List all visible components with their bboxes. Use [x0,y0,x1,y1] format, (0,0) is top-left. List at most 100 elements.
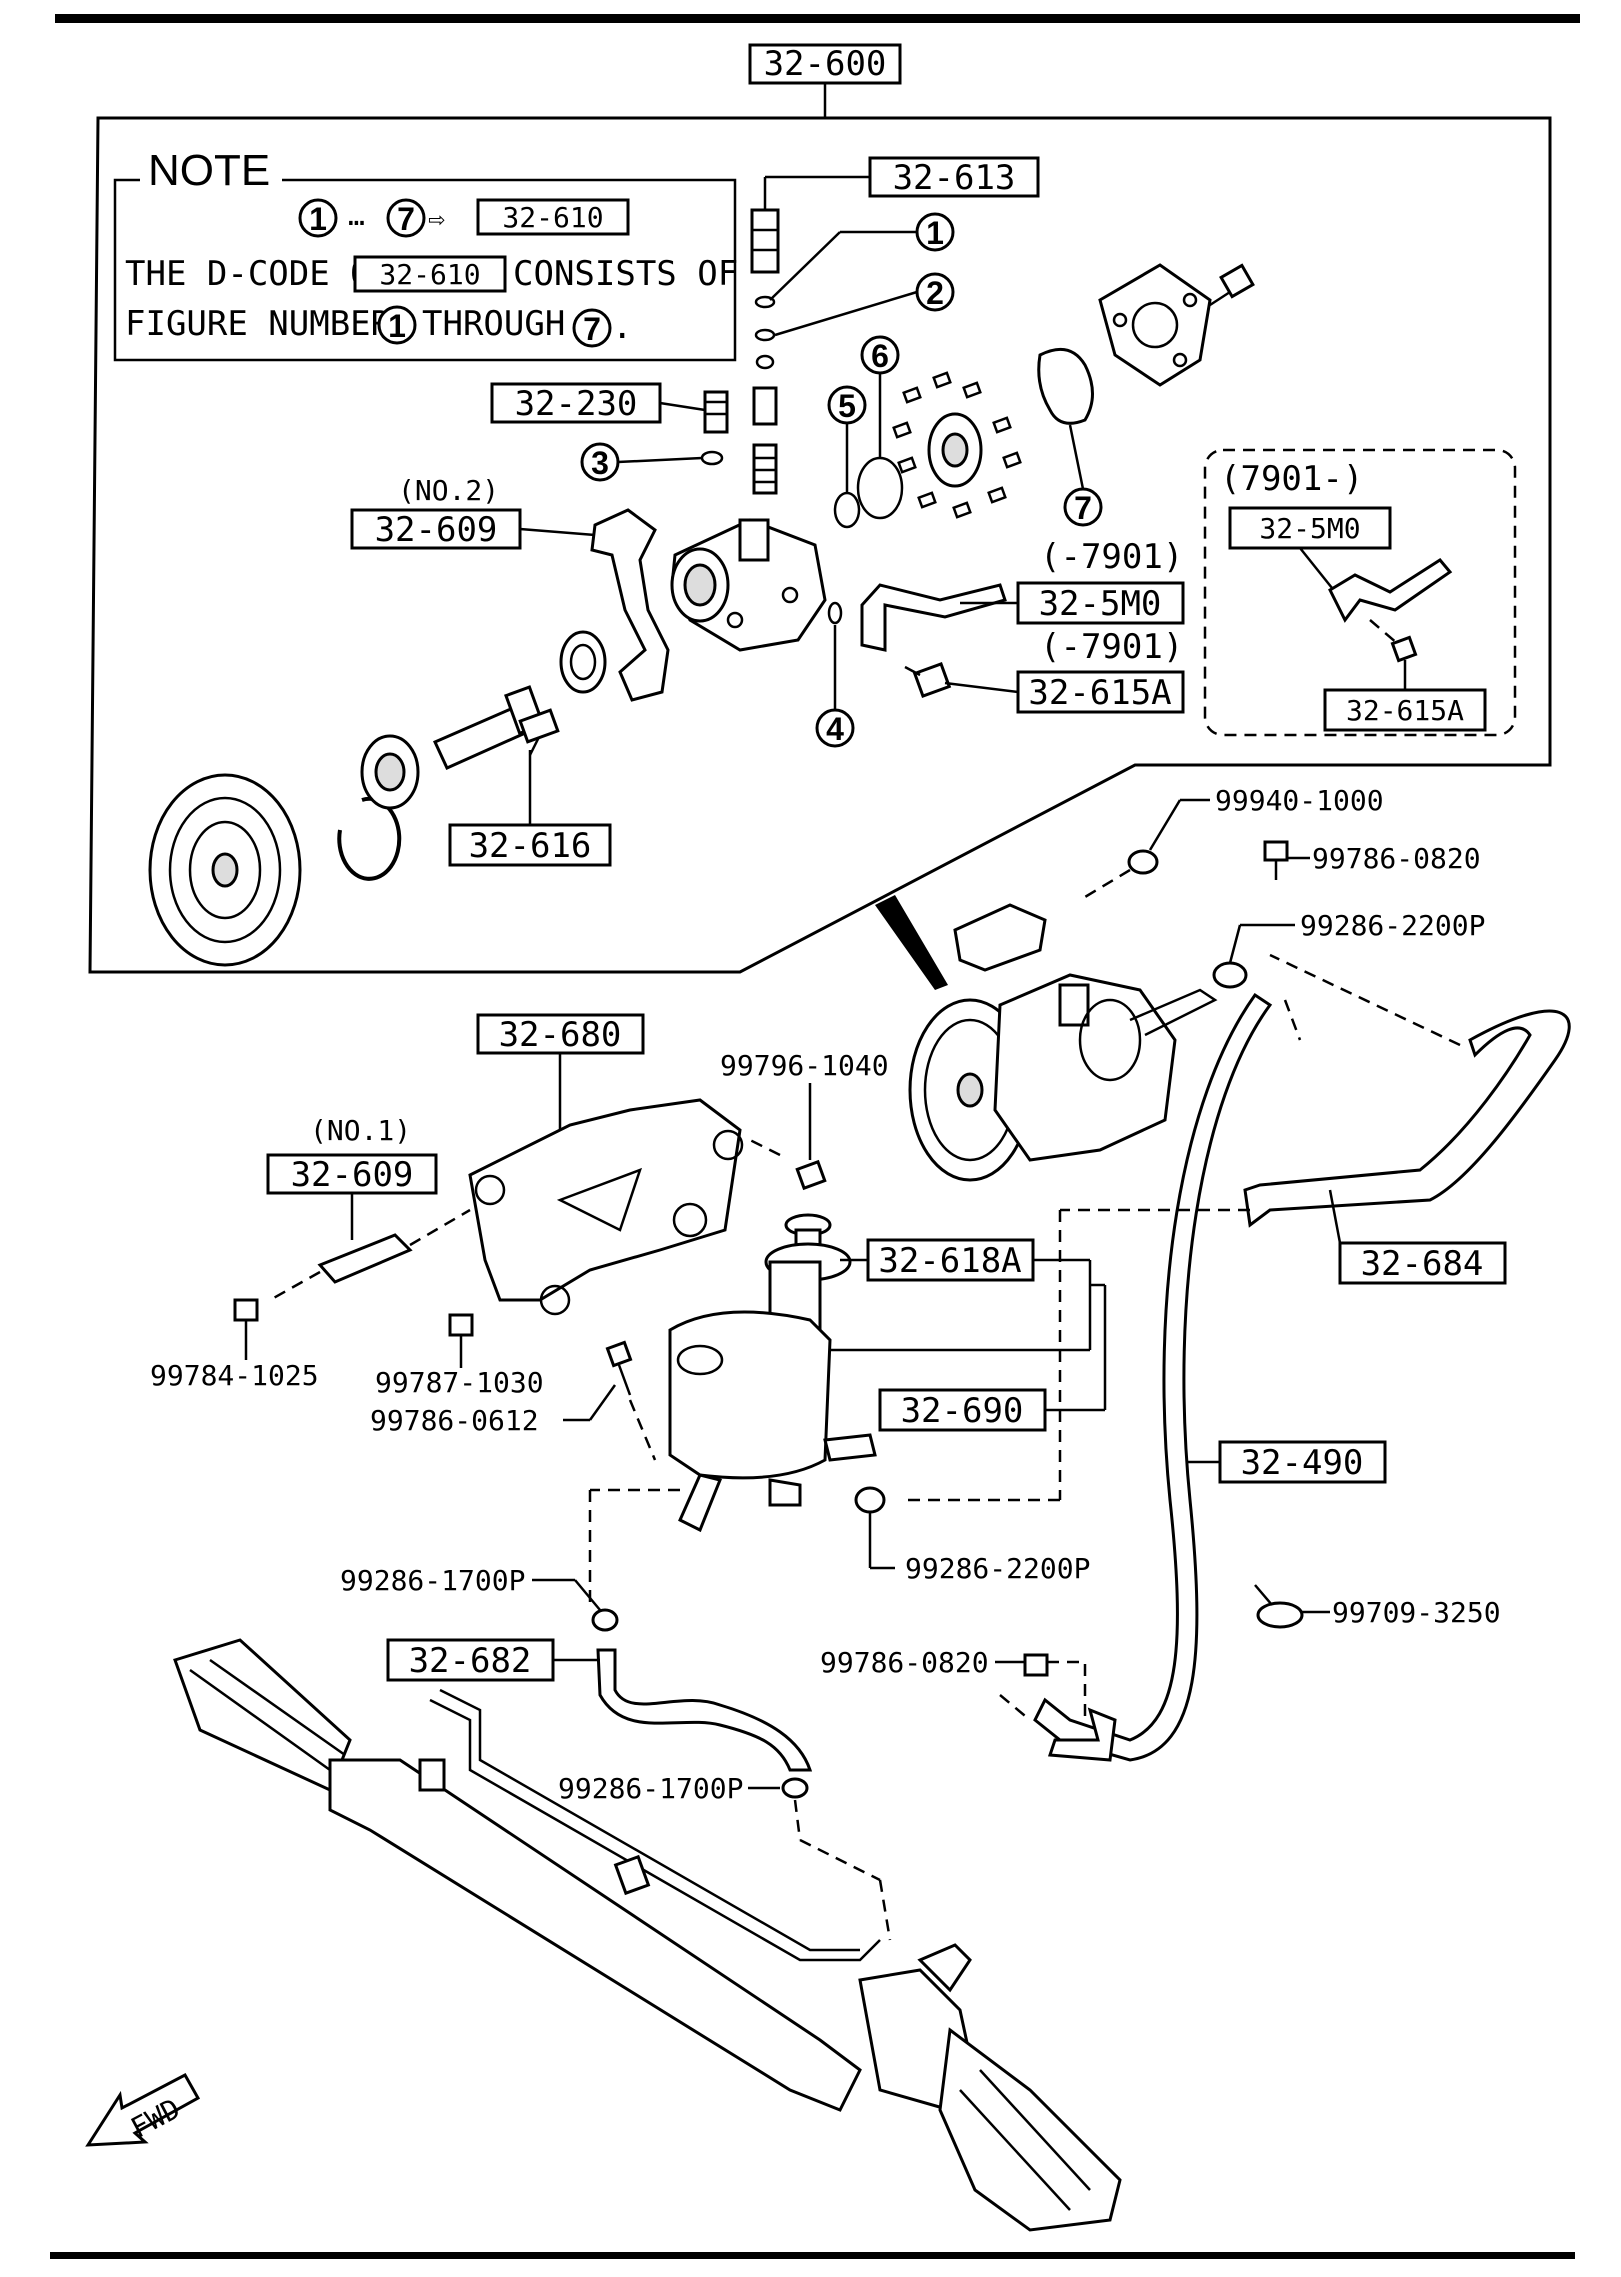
reservoir-icon [668,1310,877,1533]
svg-text:7: 7 [1074,490,1092,526]
svg-text:3: 3 [591,445,609,481]
code-32-230[interactable]: 32-230 [490,382,662,424]
code-32-684[interactable]: 32-684 [1338,1241,1507,1285]
bracket-icon [1047,1707,1117,1762]
hose-clamp-icon [854,1486,886,1514]
svg-text:32-684: 32-684 [1361,1244,1484,1284]
o-ring-icon [700,450,724,466]
svg-text:99786-0612: 99786-0612 [370,1404,539,1437]
pump-body-icon [670,518,827,652]
svg-text:1: 1 [309,201,327,237]
pulley-icon [148,773,302,967]
code-32-490[interactable]: 32-490 [1218,1440,1387,1484]
pump-bracket-icon [468,1098,742,1302]
svg-text:32-230: 32-230 [515,384,638,424]
inset-code-32-615A[interactable]: 32-615A [1323,688,1487,732]
inset-7901: (7901-) 32-5M0 32-615A [1203,448,1517,737]
bolt-icon [448,1313,474,1337]
svg-text:.: . [612,307,632,347]
valve-stack-icon [750,208,780,495]
svg-text:99784-1025: 99784-1025 [150,1359,319,1392]
svg-text:(-7901): (-7901) [1040,627,1183,667]
svg-text:32-618A: 32-618A [878,1241,1021,1281]
code-32-682[interactable]: 32-682 [386,1638,555,1682]
svg-text:1: 1 [926,215,944,251]
bracket-no2-icon [590,508,670,702]
rotor-icon [892,371,1022,519]
svg-text:99286-1700P: 99286-1700P [558,1772,743,1805]
svg-text:…: … [348,199,365,232]
svg-text:4: 4 [826,711,844,747]
svg-text:1: 1 [388,308,406,344]
code-32-618A[interactable]: 32-618A [866,1238,1035,1282]
bolt-icon [1023,1653,1049,1677]
svg-text:32-610: 32-610 [502,201,603,234]
svg-text:32-5M0: 32-5M0 [1259,512,1360,545]
svg-text:CONSISTS OF: CONSISTS OF [513,254,738,294]
svg-text:32-690: 32-690 [901,1391,1024,1431]
svg-text:99286-2200P: 99286-2200P [1300,909,1485,942]
bolt-icon [1263,840,1289,880]
note-line-1: 1 … 7 ⇨ 32-610 [298,198,630,238]
note-line-2: THE D-CODE OF 32-610 CONSISTS OF [125,254,738,294]
screw-icon [605,1340,633,1396]
figure-number-2: 2 [915,272,955,312]
note-ref-code[interactable]: 32-610 [476,198,630,236]
svg-text:32-609: 32-609 [291,1155,414,1195]
rear-cover-icon [1098,263,1212,387]
svg-text:32-490: 32-490 [1241,1443,1364,1483]
svg-text:32-682: 32-682 [409,1641,532,1681]
svg-text:99709-3250: 99709-3250 [1332,1596,1501,1629]
svg-text:99796-1040: 99796-1040 [720,1049,889,1082]
svg-text:99286-2200P: 99286-2200P [905,1552,1090,1585]
svg-text:5: 5 [838,388,856,424]
figure-number-1-icon [298,198,338,238]
bolt-icon [749,1138,827,1191]
svg-text:99786-0820: 99786-0820 [820,1646,989,1679]
svg-text:32-610: 32-610 [379,258,480,291]
reservoir-cap-icon [764,1213,852,1334]
bracket-no1-icon [317,1233,413,1284]
pointer-wedge [875,895,948,990]
note-line-3: FIGURE NUMBERS 1 THROUGH 7 . [125,304,632,348]
svg-text:7: 7 [583,311,601,347]
title-code[interactable]: 32-600 [748,43,902,85]
svg-text:2: 2 [926,275,944,311]
svg-text:THROUGH: THROUGH [422,304,565,344]
note-line2-code[interactable]: 32-610 [353,255,507,293]
pressure-pipe-icon [860,583,1007,652]
svg-text:⇨: ⇨ [428,202,445,235]
code-32-616[interactable]: 32-616 [448,823,612,867]
bolt-icon [904,662,952,698]
svg-text:32-680: 32-680 [499,1015,622,1055]
code-32-609-no1[interactable]: 32-609 [266,1153,438,1195]
svg-text:(-7901): (-7901) [1040,537,1183,577]
bearing-icon [360,734,420,810]
code-32-609-no2[interactable]: 32-609 [350,508,522,550]
suction-hose-icon [596,1648,813,1772]
svg-text:32-616: 32-616 [469,826,592,866]
code-32-613[interactable]: 32-613 [868,156,1040,198]
svg-text:32-615A: 32-615A [1028,673,1171,713]
code-32-5M0[interactable]: 32-5M0 [1016,581,1185,625]
figure-number-6: 6 [860,335,900,375]
figure-number-7-icon [386,198,426,238]
figure-number-5: 5 [827,385,867,425]
svg-text:(NO.1): (NO.1) [310,1114,411,1147]
gasket-icon [1037,347,1094,425]
svg-text:(7901-): (7901-) [1220,459,1363,499]
relief-valve-icon [703,390,729,434]
assembly-outline [88,116,1552,974]
code-32-680[interactable]: 32-680 [476,1013,645,1055]
hose-clamp-icon [591,1608,619,1632]
hose-clamp-icon [1212,961,1248,989]
code-32-615A[interactable]: 32-615A [1016,670,1185,714]
svg-text:32-615A: 32-615A [1346,694,1464,727]
note-box: NOTE 1 … 7 ⇨ 32-610 THE D-CODE OF 32-610… [113,146,738,362]
inset-code-32-5M0[interactable]: 32-5M0 [1228,506,1392,550]
steering-gear-icon [173,1638,1122,2232]
figure-number-3: 3 [580,442,620,482]
svg-text:NOTE: NOTE [148,146,270,195]
code-32-690[interactable]: 32-690 [878,1388,1047,1432]
